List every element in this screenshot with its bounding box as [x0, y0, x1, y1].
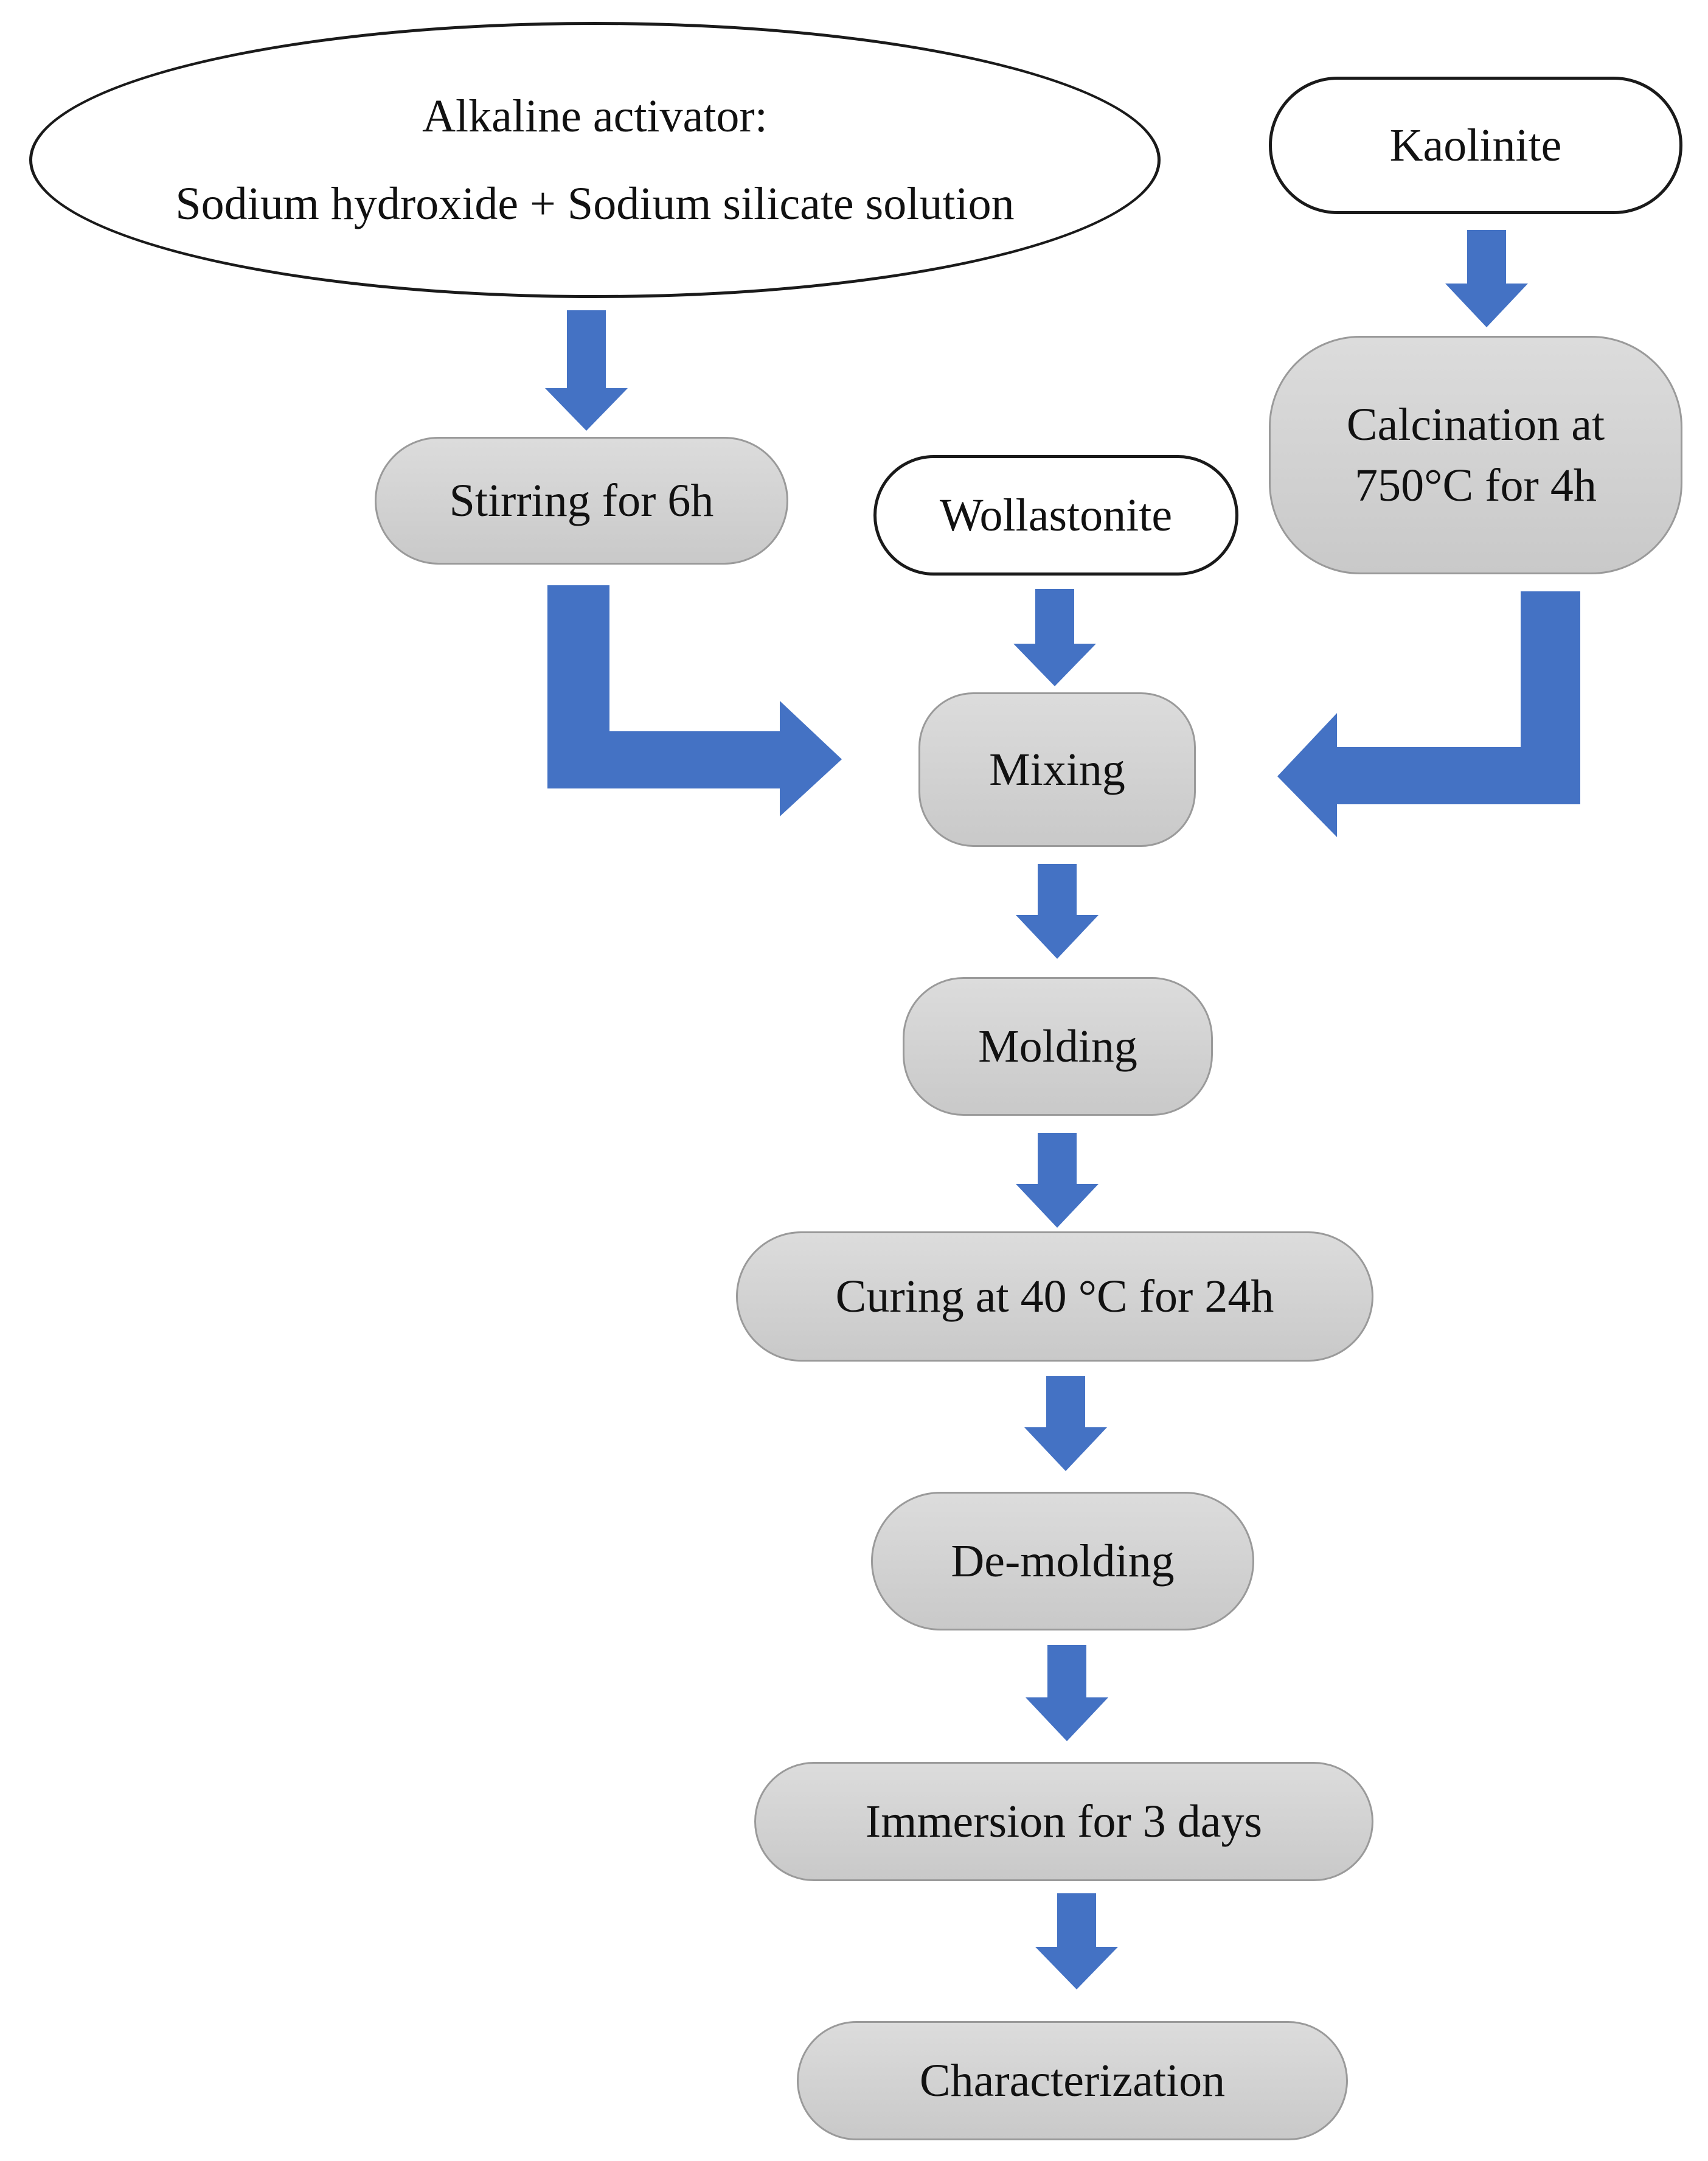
node-calcination-title: Calcination at	[1346, 399, 1605, 450]
node-wollastonite: Wollastonite	[873, 455, 1238, 576]
node-kaolinite: Kaolinite	[1269, 77, 1682, 214]
arrow-down-immersion-to-characterization	[1035, 1893, 1118, 1989]
node-demolding-label: De-molding	[951, 1536, 1175, 1587]
node-molding-label: Molding	[978, 1021, 1137, 1072]
node-wollastonite-label: Wollastonite	[939, 490, 1173, 541]
node-kaolinite-label: Kaolinite	[1389, 120, 1562, 171]
node-calcination: Calcination at 750°C for 4h	[1269, 336, 1682, 574]
node-stirring: Stirring for 6h	[375, 437, 788, 565]
arrow-elbow-stirring-to-mixing	[547, 585, 842, 816]
node-molding: Molding	[903, 977, 1213, 1116]
node-mixing: Mixing	[918, 692, 1196, 847]
arrow-down-mixing-to-molding	[1016, 864, 1099, 959]
node-curing-label: Curing at 40 °C for 24h	[835, 1271, 1274, 1322]
node-stirring-label: Stirring for 6h	[449, 475, 714, 526]
node-alkaline-activator-detail: Sodium hydroxide + Sodium silicate solut…	[175, 178, 1015, 229]
node-calcination-detail: 750°C for 4h	[1355, 460, 1597, 511]
node-curing: Curing at 40 °C for 24h	[736, 1231, 1373, 1362]
arrow-elbow-calcination-to-mixing	[1277, 591, 1580, 837]
node-alkaline-activator: Alkaline activator: Sodium hydroxide + S…	[29, 22, 1161, 298]
node-immersion: Immersion for 3 days	[754, 1762, 1373, 1881]
node-demolding: De-molding	[871, 1492, 1254, 1630]
arrow-down-molding-to-curing	[1016, 1133, 1099, 1228]
node-mixing-label: Mixing	[989, 744, 1125, 795]
arrow-down-demolding-to-immersion	[1026, 1645, 1108, 1741]
arrow-down-wollastonite-to-mixing	[1013, 589, 1096, 686]
node-characterization: Characterization	[797, 2021, 1348, 2140]
arrow-down-kaolinite-to-calcination	[1445, 230, 1528, 327]
node-immersion-label: Immersion for 3 days	[865, 1796, 1263, 1847]
node-alkaline-activator-title: Alkaline activator:	[422, 91, 768, 142]
arrow-down-curing-to-demolding	[1024, 1376, 1107, 1471]
node-characterization-label: Characterization	[919, 2055, 1226, 2106]
arrow-down-activator-to-stirring	[545, 310, 628, 431]
